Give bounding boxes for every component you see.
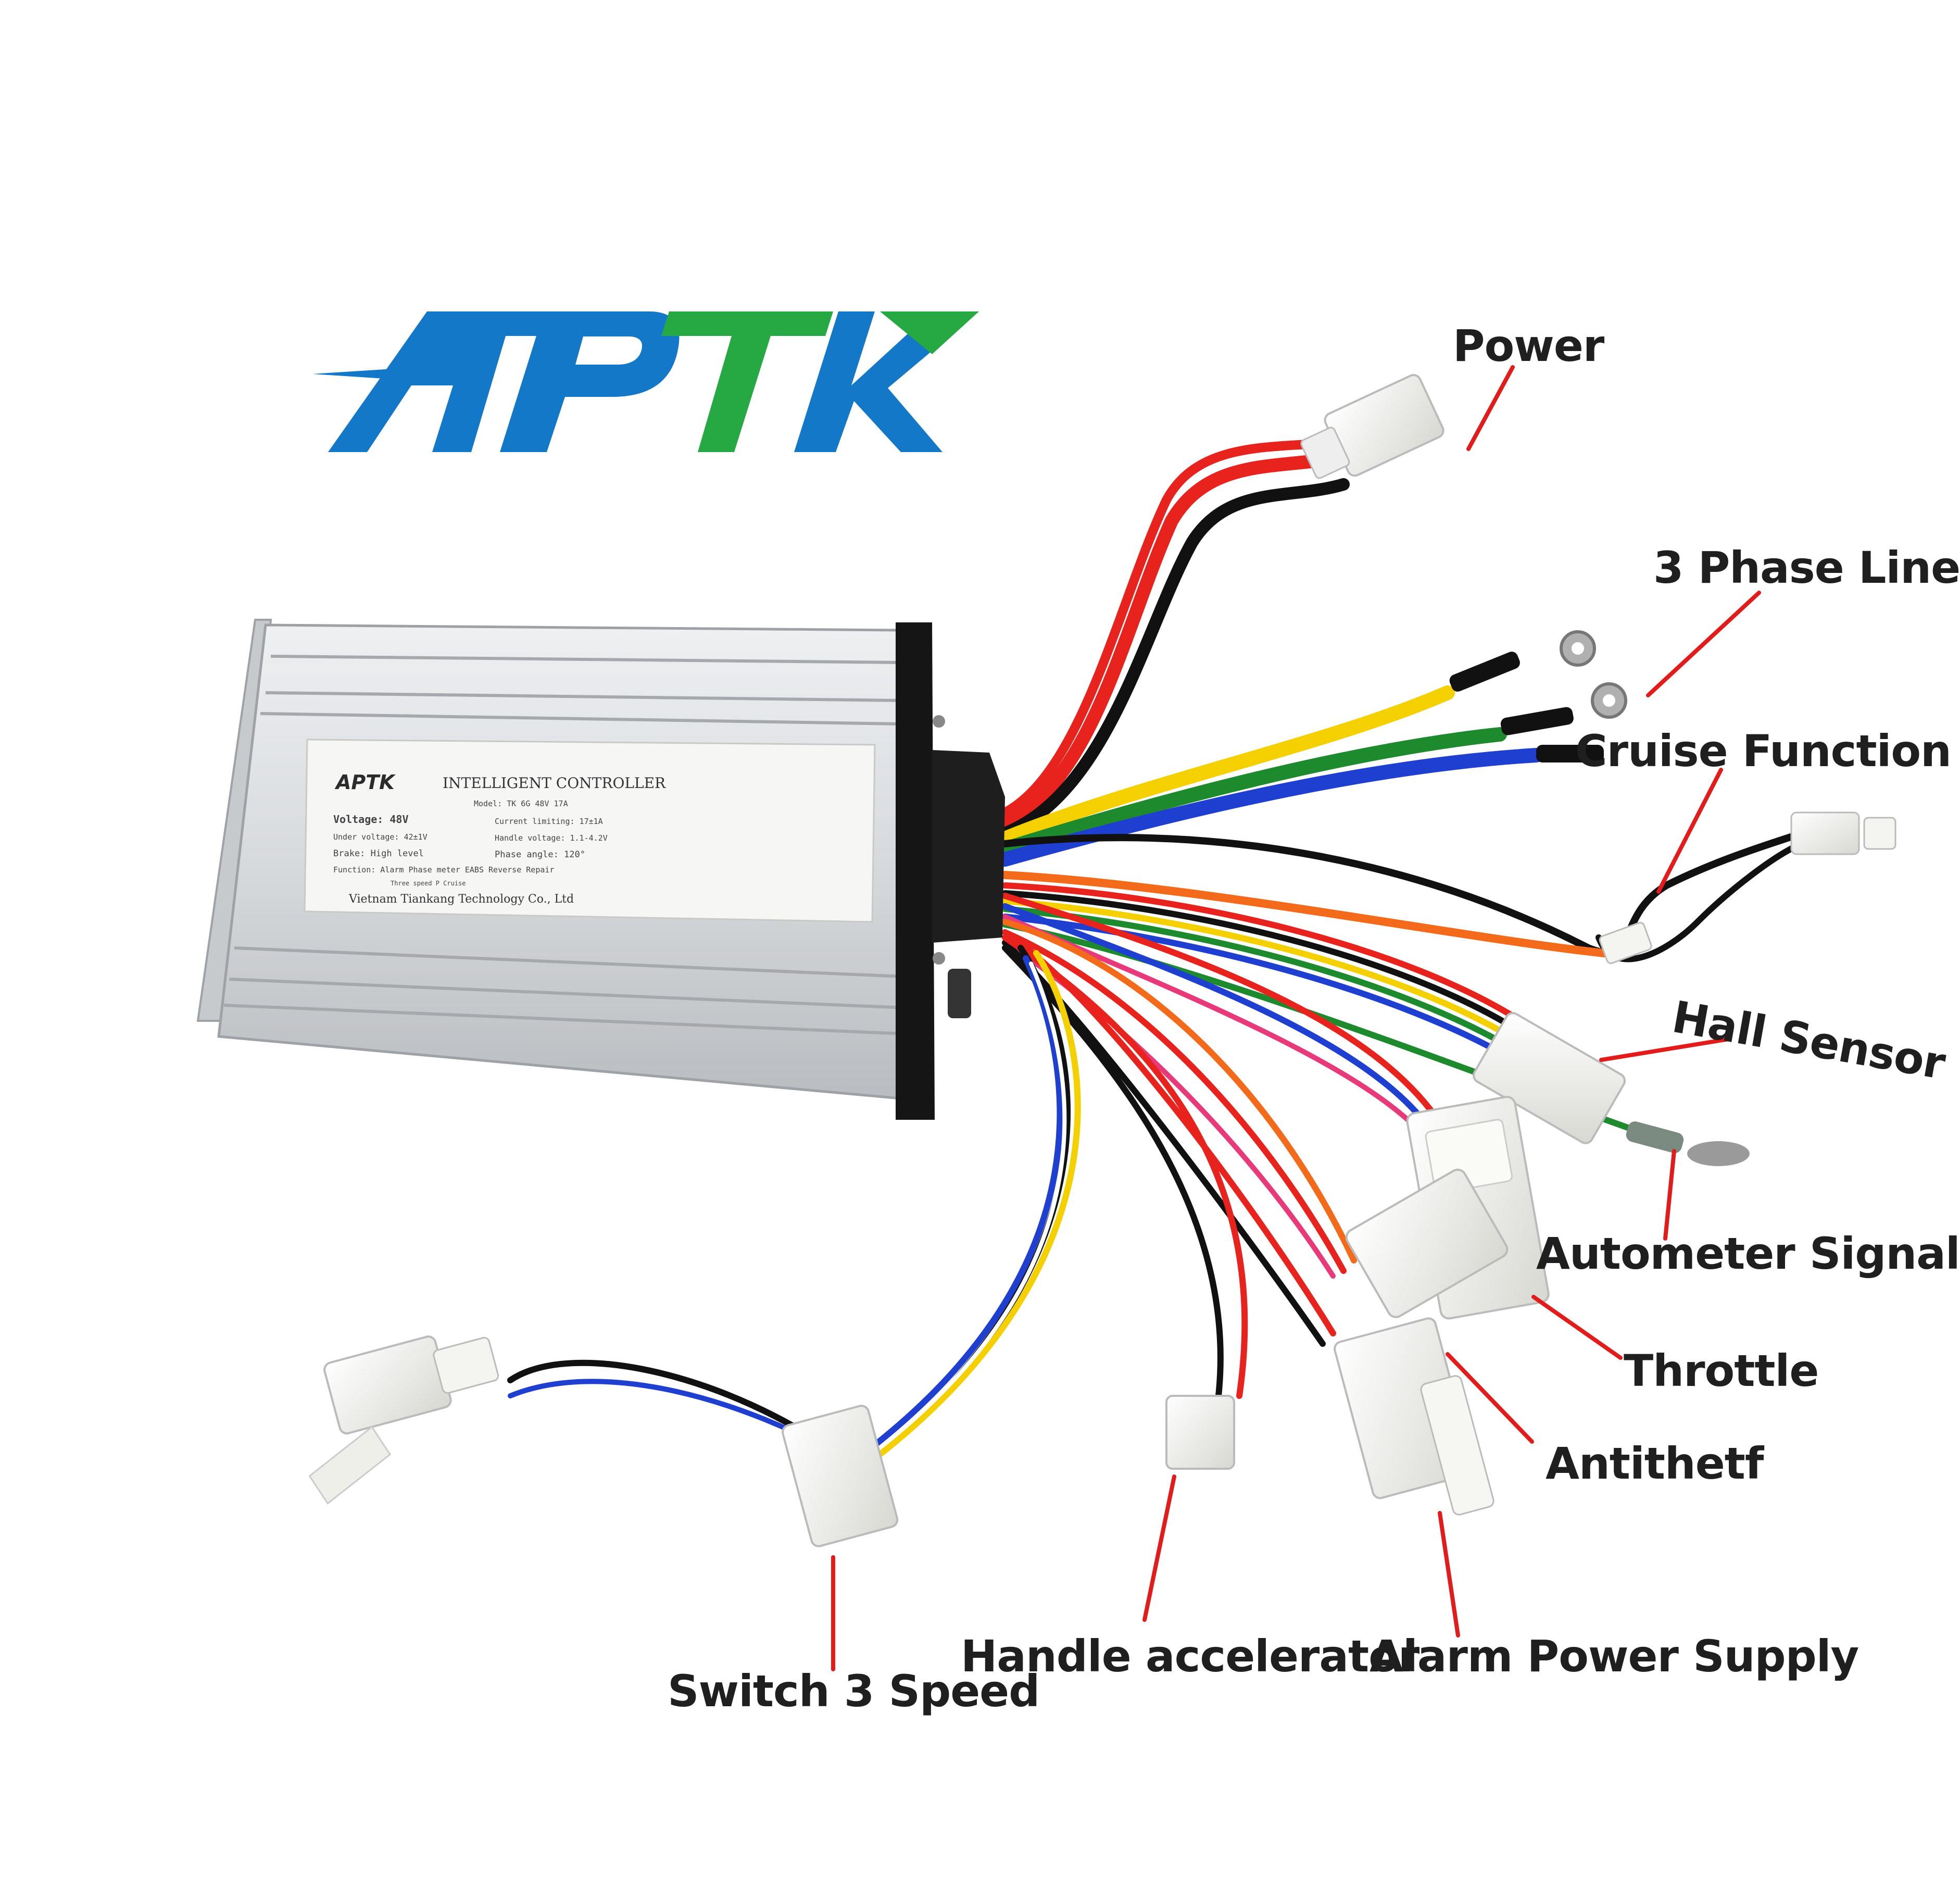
- wire-power-red: [998, 452, 1340, 830]
- wiring-diagram: APTK INTELLIGENT CONTROLLER Model: TK 6G…: [196, 311, 1960, 1717]
- wire-throttle-pink: [1002, 914, 1435, 1148]
- logo-letter-p: [495, 311, 680, 452]
- wire-phase-green: [998, 727, 1507, 856]
- controller-mount-tab: [948, 969, 971, 1018]
- sticker-background: [304, 739, 876, 923]
- wire-phase-yellow: [998, 685, 1455, 846]
- wire-hall-red: [1002, 882, 1524, 1024]
- connector-hall: [1473, 1012, 1626, 1144]
- sticker-manufacturer: Vietnam Tiankang Technology Co., Ltd: [348, 893, 574, 906]
- controller-sticker: APTK INTELLIGENT CONTROLLER Model: TK 6G…: [304, 739, 876, 923]
- diagram-artwork: APTK INTELLIGENT CONTROLLER Model: TK 6G…: [196, 311, 1896, 1671]
- label-switch-3-speed: Switch 3 Speed: [668, 1666, 1040, 1717]
- terminal-phase-green: [1500, 682, 1627, 735]
- sticker-function-2: Three speed P Cruise: [391, 880, 466, 887]
- controller-screw-bottom: [933, 952, 945, 965]
- pointer-hall: [1599, 1037, 1731, 1062]
- controller-screw-top: [933, 715, 945, 728]
- wire-throttle-blue: [1002, 903, 1440, 1144]
- terminal-phase-yellow: [1449, 630, 1596, 692]
- logo-k-accent: [880, 311, 979, 354]
- connector-cruise: [1599, 811, 1896, 964]
- label-cruise-function: Cruise Function: [1575, 726, 1952, 777]
- label-autometer-signal: Autometer Signal: [1536, 1228, 1960, 1279]
- connectors: [308, 374, 1896, 1547]
- logo-letter-t: [661, 311, 833, 452]
- label-power: Power: [1453, 320, 1604, 371]
- pointer-power: [1466, 365, 1515, 451]
- wire-handle-black: [1002, 945, 1224, 1399]
- logo-letter-a: [328, 311, 513, 452]
- wire-alarm-black: [1002, 940, 1326, 1347]
- controller-fins: [223, 655, 907, 1035]
- connector-power: [1300, 374, 1444, 479]
- wire-speed-white: [857, 961, 1067, 1466]
- connector-handle-accelerator: [1165, 1395, 1235, 1470]
- pointer-autometer: [1663, 1149, 1676, 1241]
- wire-hall-yellow: [1002, 898, 1513, 1040]
- wire-speed-yellow: [872, 950, 1081, 1461]
- sticker-phase-angle: Phase angle: 120°: [495, 849, 585, 860]
- label-three-phase-line: 3 Phase Line: [1653, 542, 1960, 593]
- label-antithetf: Antithetf: [1546, 1438, 1764, 1489]
- wire-hall-black: [1002, 890, 1518, 1032]
- sticker-voltage: Voltage: 48V: [333, 813, 409, 826]
- wire-speed-blue: [861, 955, 1063, 1456]
- sticker-under-voltage: Under voltage: 42±1V: [333, 832, 428, 842]
- sticker-brake: Brake: High level: [333, 848, 424, 859]
- wire-hall-blue: [1002, 914, 1503, 1055]
- pointer-alarm-power: [1438, 1511, 1460, 1638]
- sticker-function: Function: Alarm Phase meter EABS Reverse…: [333, 865, 554, 874]
- sticker-model: Model: TK 6G 48V 17A: [474, 799, 568, 808]
- wire-handle-red: [1002, 934, 1248, 1399]
- wire-antitheft-orange: [1002, 919, 1357, 1264]
- pointer-antitheft: [1446, 1352, 1534, 1444]
- wire-cruise-orange: [1001, 871, 1608, 957]
- terminal-phase-blue: [1536, 745, 1604, 762]
- pointer-lines: [831, 365, 1761, 1671]
- label-alarm-power-supply: Alarm Power Supply: [1370, 1631, 1859, 1682]
- label-handle-accelerator: Handle accelerator: [961, 1631, 1419, 1682]
- connector-switch-speed: [782, 1405, 899, 1547]
- wire-power-black: [999, 478, 1350, 840]
- pointer-cruise: [1656, 768, 1723, 894]
- pointer-throttle: [1531, 1295, 1623, 1360]
- pointer-three-phase: [1646, 591, 1761, 697]
- brand-logo: [312, 311, 979, 452]
- sticker-heading: INTELLIGENT CONTROLLER: [443, 774, 666, 792]
- terminal-autometer: [1626, 1121, 1750, 1166]
- wire-hall-green: [1002, 906, 1508, 1047]
- wire-power-red-2: [1000, 438, 1338, 817]
- sticker-handle-voltage: Handle voltage: 1.1-4.2V: [495, 833, 608, 843]
- controller-unit: APTK INTELLIGENT CONTROLLER Model: TK 6G…: [196, 619, 1005, 1120]
- connector-antitheft: [1345, 1168, 1509, 1318]
- wire-harness: [507, 438, 1805, 1466]
- sticker-logo: APTK: [334, 771, 396, 794]
- wire-antitheft-red: [1002, 929, 1347, 1274]
- connector-switch-branch: [308, 1335, 499, 1505]
- pointer-handle-accelerator: [1142, 1474, 1176, 1622]
- wire-throttle-red: [1002, 893, 1451, 1139]
- connector-alarm-power: [1334, 1317, 1494, 1516]
- sticker-current-limiting: Current limiting: 17±1A: [495, 817, 603, 826]
- controller-endcap: [896, 622, 935, 1120]
- controller-connector-block: [932, 750, 1005, 943]
- label-throttle: Throttle: [1624, 1345, 1819, 1396]
